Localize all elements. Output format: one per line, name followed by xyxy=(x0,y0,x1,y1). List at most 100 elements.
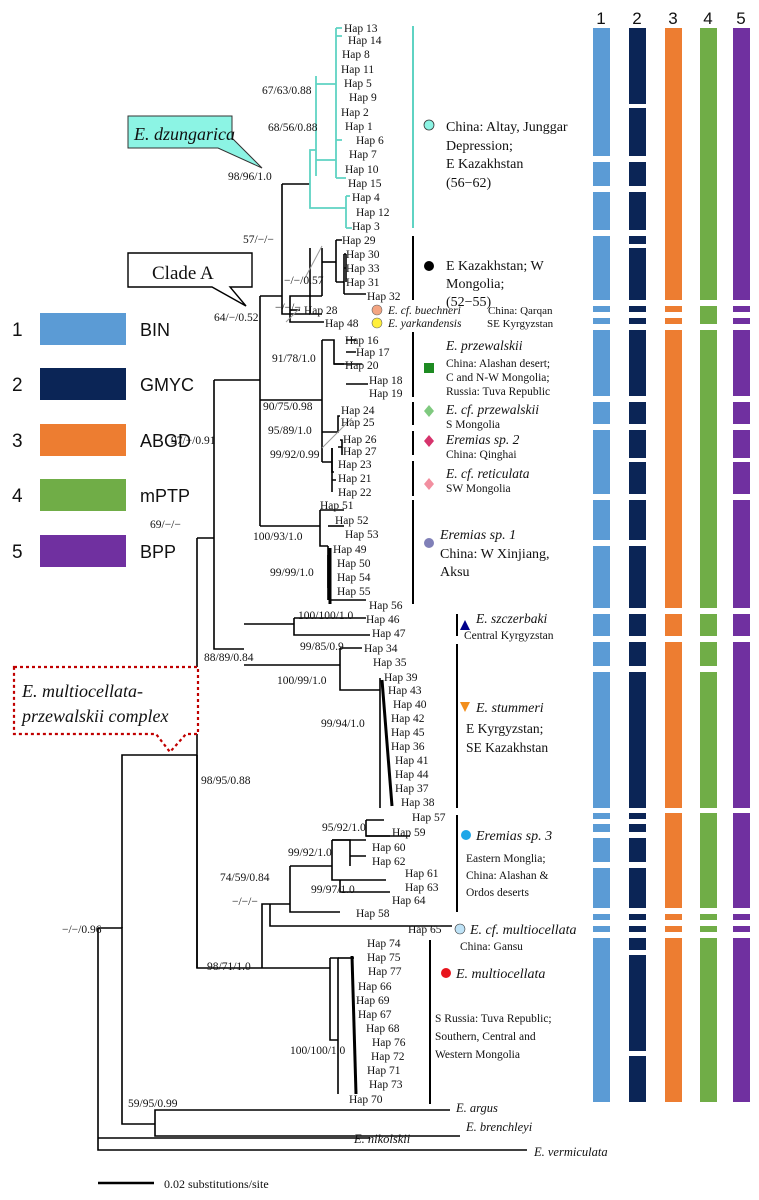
support-value: 95/89/1.0 xyxy=(268,425,312,437)
tree-branches xyxy=(97,183,527,1151)
marker-cf-multiocellata xyxy=(454,923,466,935)
callout-dzungarica: E. dzungarica xyxy=(127,115,263,169)
tip-hap56: Hap 56 xyxy=(369,600,403,612)
leader-lines xyxy=(285,245,353,449)
tip-hap70: Hap 70 xyxy=(349,1094,383,1106)
support-value: −/−/− xyxy=(275,302,301,314)
marker-buechneri xyxy=(371,304,383,316)
tip-hap1: Hap 1 xyxy=(345,121,373,133)
tip-hap55: Hap 55 xyxy=(337,586,371,598)
tip-hap41: Hap 41 xyxy=(395,755,429,767)
tip-hap19: Hap 19 xyxy=(369,388,403,400)
support-value: 100/100/1.0 xyxy=(290,1045,346,1057)
legend-swatch-bpp xyxy=(40,535,126,567)
clade-multiocellata-loc-1: S Russia: Tuva Republic; xyxy=(435,1013,552,1025)
bpp-bars xyxy=(733,28,750,1102)
tip-hap37: Hap 37 xyxy=(395,783,429,795)
clade-dzungarica-loc-4: (56−62) xyxy=(446,176,492,191)
marker-przewalskii xyxy=(424,363,434,373)
tip-hap8: Hap 8 xyxy=(342,49,370,61)
legend-num-5: 5 xyxy=(12,542,23,563)
clade-przewalskii-loc-2: C and N-W Mongolia; xyxy=(446,372,550,384)
tip-hap42: Hap 42 xyxy=(391,713,425,725)
legend-swatch-abgd xyxy=(40,424,126,456)
tip-hap51: Hap 51 xyxy=(320,500,354,512)
tip-hap44: Hap 44 xyxy=(395,769,429,781)
marker-szczerbaki xyxy=(460,620,470,630)
clade-annotations: China: Altay, Junggar Depression; E Kaza… xyxy=(387,120,577,1061)
clade-przewalskii-name: E. przewalskii xyxy=(445,338,523,353)
tip-hap12: Hap 12 xyxy=(356,207,390,219)
support-value: 99/97/1.0 xyxy=(311,884,355,896)
callout-complex-line-1: E. multiocellata- xyxy=(21,681,143,701)
tip-hap9: Hap 9 xyxy=(349,92,377,104)
tip-labels: Hap 13 Hap 14 Hap 8 Hap 11 Hap 5 Hap 9 H… xyxy=(304,23,446,1106)
tip-hap75: Hap 75 xyxy=(367,952,401,964)
tip-hap43: Hap 43 xyxy=(388,685,422,697)
tip-hap73: Hap 73 xyxy=(369,1079,403,1091)
support-value: 88/89/0.84 xyxy=(204,652,254,664)
legend-swatch-bin xyxy=(40,313,126,345)
tip-hap34: Hap 34 xyxy=(364,643,398,655)
clade-yarkandensis-name: E. yarkandensis xyxy=(387,318,462,330)
clade-multiocellata-loc-2: Southern, Central and xyxy=(435,1031,536,1043)
legend-num-3: 3 xyxy=(12,431,23,452)
outgroup-brenchleyi: E. brenchleyi xyxy=(465,1120,533,1134)
marker-yarkandensis xyxy=(371,317,383,329)
clade-cf-multiocellata-name: E. cf. multiocellata xyxy=(469,923,577,938)
tip-hap33: Hap 33 xyxy=(346,263,380,275)
clade-przewalskii-loc-3: Russia: Tuva Republic xyxy=(446,386,550,398)
clade-stummeri-loc-2: SE Kazakhstan xyxy=(466,740,548,755)
support-value: −/−/0.57 xyxy=(284,275,324,287)
marker-stummeri xyxy=(460,702,470,712)
tip-hap30: Hap 30 xyxy=(346,249,380,261)
support-value: −/−/− xyxy=(232,896,258,908)
clade-buechneri-name: E. cf. buechneri xyxy=(387,305,461,317)
marker-multiocellata xyxy=(441,968,451,978)
tip-hap72: Hap 72 xyxy=(371,1051,405,1063)
legend-num-4: 4 xyxy=(12,486,23,507)
tip-hap59: Hap 59 xyxy=(392,827,426,839)
clade-cf-reticulata-loc: SW Mongolia xyxy=(446,483,511,495)
legend-num-1: 1 xyxy=(12,320,23,341)
clade-szczerbaki-loc: Central Kyrgyzstan xyxy=(464,630,554,642)
support-value: 99/92/1.0 xyxy=(288,847,332,859)
marker-cf-przewalskii xyxy=(424,405,434,417)
column-header-1: 1 xyxy=(596,9,605,28)
support-values: 67/63/0.88 68/56/0.88 98/96/1.0 57/−/− −… xyxy=(62,85,366,1110)
support-value: 99/94/1.0 xyxy=(321,718,365,730)
column-header-2: 2 xyxy=(632,9,641,28)
tip-hap76: Hap 76 xyxy=(372,1037,406,1049)
tip-hap29: Hap 29 xyxy=(342,235,376,247)
tip-hap11: Hap 11 xyxy=(341,64,374,76)
callout-clade-a: Clade A xyxy=(127,252,253,307)
clade-eremias-sp2-loc: China: Qinghai xyxy=(446,449,517,461)
tip-hap61: Hap 61 xyxy=(405,868,439,880)
delimitation-bars xyxy=(593,28,750,1102)
support-value: 91/78/1.0 xyxy=(272,353,316,365)
outgroup-argus: E. argus xyxy=(455,1101,498,1115)
callout-complex-line-2: przewalskii complex xyxy=(20,706,168,726)
tip-hap64: Hap 64 xyxy=(392,895,426,907)
tip-hap62: Hap 62 xyxy=(372,856,406,868)
tip-hap6: Hap 6 xyxy=(356,135,384,147)
tip-hap32: Hap 32 xyxy=(367,291,401,303)
marker-eremias-sp3 xyxy=(461,830,471,840)
support-value: 98/96/1.0 xyxy=(228,171,272,183)
tip-hap21: Hap 21 xyxy=(338,473,372,485)
support-value: 98/95/0.88 xyxy=(201,775,251,787)
clade-cf-przewalskii-name: E. cf. przewalskii xyxy=(445,402,539,417)
tip-hap4: Hap 4 xyxy=(352,192,380,204)
clade-przewalskii-loc-1: China: Alashan desert; xyxy=(446,358,550,370)
scale-bar: 0.02 substitutions/site xyxy=(98,1177,269,1191)
clade-bars xyxy=(412,236,458,1104)
tip-hap31: Hap 31 xyxy=(346,277,380,289)
clade-dzungarica-loc-3: E Kazakhstan xyxy=(446,157,523,172)
clade-eremias-sp2-name: Eremias sp. 2 xyxy=(445,432,520,447)
tip-hap14: Hap 14 xyxy=(348,35,382,47)
tip-hap67: Hap 67 xyxy=(358,1009,392,1021)
tip-hap38: Hap 38 xyxy=(401,797,435,809)
tip-hap25: Hap 25 xyxy=(341,417,375,429)
clade-eremias-sp1-name: Eremias sp. 1 xyxy=(439,528,516,543)
